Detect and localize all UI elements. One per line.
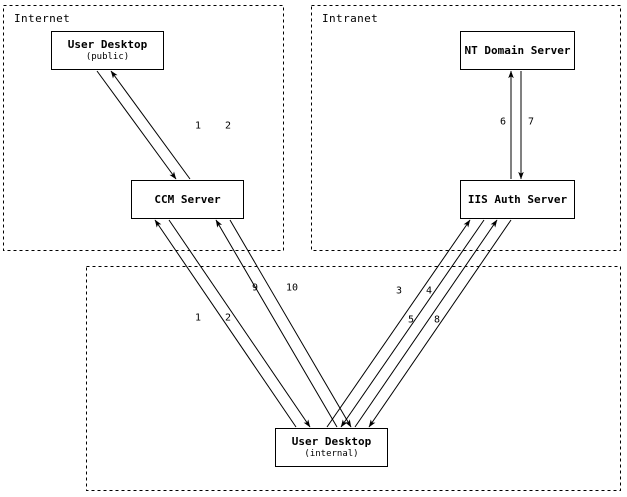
edge-step-label-edge-1-internal: 1	[194, 312, 202, 324]
edge-edge-2-internal	[168, 219, 311, 428]
zone-label-intranet: Intranet	[322, 12, 379, 25]
edge-step-label-edge-10-internal: 10	[285, 282, 299, 294]
edge-step-label-edge-2-public: 2	[224, 120, 232, 132]
edge-step-label-edge-6-domain: 6	[499, 116, 507, 128]
zone-boundary-internal-lan	[86, 266, 621, 491]
edge-step-label-edge-1-public: 1	[194, 120, 202, 132]
node-nt-domain-server[interactable]: NT Domain Server	[460, 31, 575, 70]
node-title-nt-domain-server: NT Domain Server	[464, 44, 571, 57]
zone-boundary-internet	[3, 5, 284, 251]
edge-step-label-edge-5-auth: 5	[407, 314, 415, 326]
zone-label-internet: Internet	[14, 12, 71, 25]
node-subtitle-user-desktop-public: (public)	[85, 52, 130, 62]
edge-step-label-edge-7-domain: 7	[527, 116, 535, 128]
node-user-desktop-internal[interactable]: User Desktop(internal)	[275, 428, 388, 467]
node-title-user-desktop-internal: User Desktop	[291, 435, 372, 448]
edge-edge-1-public	[96, 70, 177, 180]
zone-rectangles	[3, 5, 621, 491]
node-ccm-server[interactable]: CCM Server	[131, 180, 244, 219]
node-subtitle-user-desktop-internal: (internal)	[304, 449, 359, 459]
edge-step-label-edge-3-auth: 3	[395, 285, 403, 297]
edge-step-label-edge-4-auth: 4	[425, 285, 433, 297]
edge-edge-5-auth	[354, 219, 498, 428]
node-title-ccm-server: CCM Server	[154, 193, 221, 206]
node-iis-auth-server[interactable]: IIS Auth Server	[460, 180, 575, 219]
edge-edge-10-internal	[229, 219, 352, 428]
zone-boundary-intranet	[311, 5, 621, 251]
edge-step-label-edge-8-auth: 8	[433, 314, 441, 326]
edge-edge-1-internal	[154, 219, 297, 428]
edge-edge-2-public	[110, 70, 191, 180]
node-user-desktop-public[interactable]: User Desktop(public)	[51, 31, 164, 70]
edge-step-label-edge-9-internal: 9	[251, 282, 259, 294]
edge-lines	[96, 70, 524, 428]
edge-edge-4-auth	[340, 219, 485, 428]
edge-edge-3-auth	[326, 219, 471, 428]
node-title-user-desktop-public: User Desktop	[67, 38, 148, 51]
edge-step-label-edge-2-internal: 2	[224, 312, 232, 324]
edge-edge-9-internal	[215, 219, 338, 428]
edge-edge-8-auth	[368, 219, 512, 428]
node-title-iis-auth-server: IIS Auth Server	[467, 193, 568, 206]
